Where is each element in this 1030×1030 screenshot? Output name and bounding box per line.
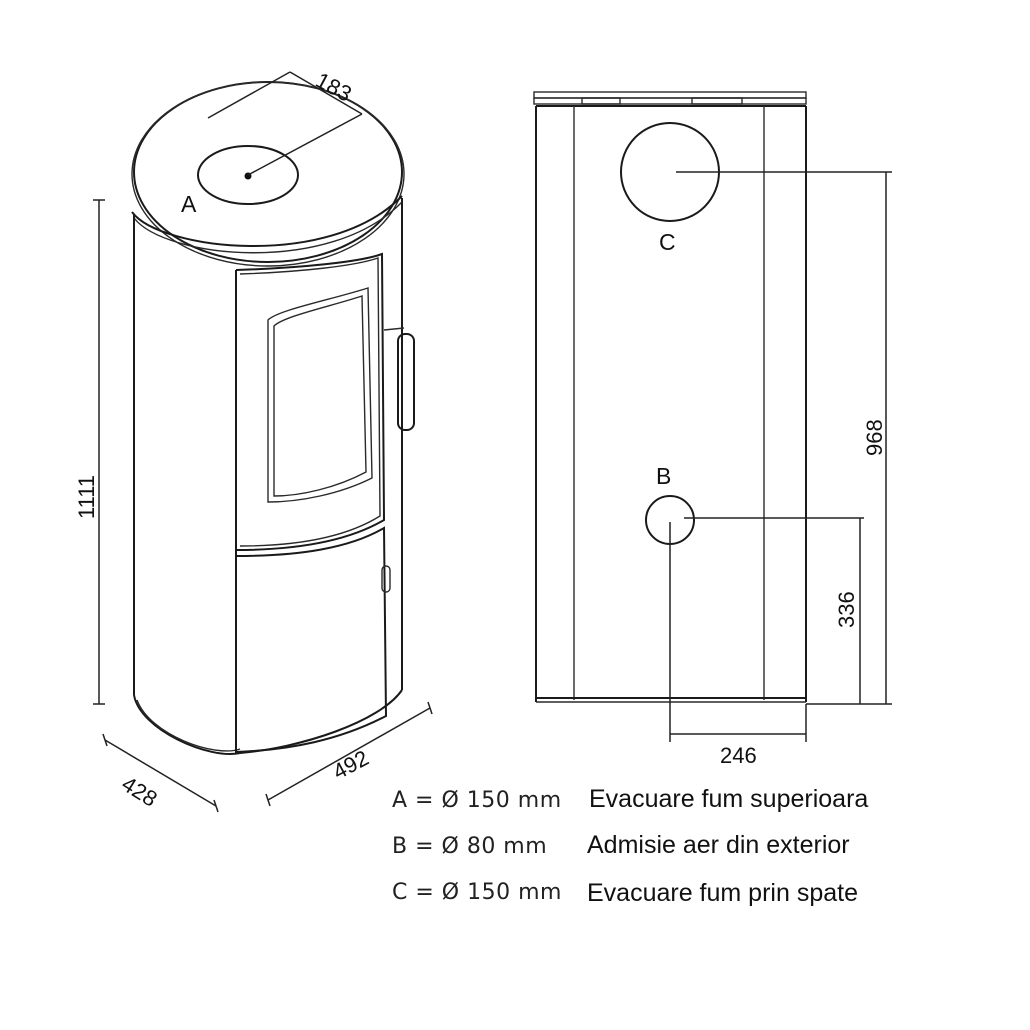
flue-outlet-a (197, 145, 299, 205)
legend-desc-c: Evacuare fum prin spate (587, 879, 858, 907)
legend-code-a: A = Ø 150 mm (392, 788, 562, 813)
dimension-lines-right (669, 171, 892, 742)
dimension-428: 428 (117, 771, 161, 812)
door-handle (397, 333, 415, 431)
legend-desc-a: Evacuare fum superioara (589, 785, 868, 813)
stove-rear-view (533, 91, 807, 703)
stove-3d-view (131, 81, 415, 755)
door-glass (267, 287, 373, 503)
dimension-336: 336 (834, 591, 859, 628)
label-outlet-b: B (656, 463, 671, 489)
dimension-968: 968 (862, 419, 887, 456)
dimension-492: 492 (329, 745, 373, 784)
label-outlet-a: A (181, 191, 197, 217)
dimension-246: 246 (720, 743, 757, 768)
dimension-lines-left (93, 71, 433, 813)
label-outlet-c: C (659, 229, 676, 255)
legend-desc-b: Admisie aer din exterior (587, 831, 850, 859)
legend-code-c: C = Ø 150 mm (392, 880, 562, 905)
dimension-1111: 1111 (74, 475, 99, 519)
legend: A = Ø 150 mm Evacuare fum superioara B =… (392, 785, 868, 907)
legend-code-b: B = Ø 80 mm (392, 834, 547, 859)
